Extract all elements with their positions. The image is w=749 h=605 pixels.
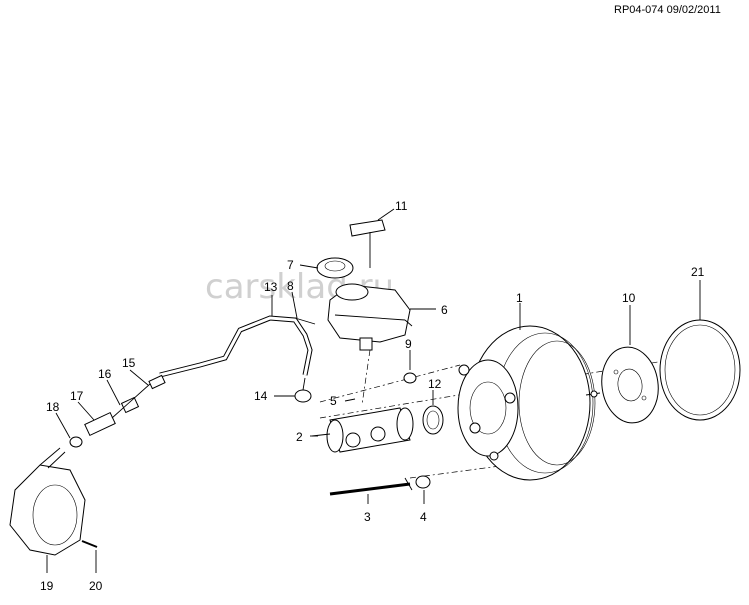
booster-seal-ring	[659, 319, 741, 421]
callout-20: 20	[89, 579, 103, 593]
callout-17: 17	[70, 389, 84, 403]
vacuum-hose	[159, 315, 316, 378]
reservoir-cap	[316, 257, 354, 279]
callout-3: 3	[364, 510, 371, 524]
callout-13: 13	[264, 280, 278, 294]
callout-19: 19	[40, 579, 54, 593]
leader-lines	[46, 208, 701, 573]
callout-18: 18	[46, 400, 60, 414]
callout-labels: 1 2 3 4 5 6 7 8 9 10 11 12 13 14 15 16 1…	[40, 199, 705, 593]
callout-15: 15	[122, 356, 136, 370]
callout-5: 5	[330, 394, 337, 408]
callout-8: 8	[287, 279, 294, 293]
master-cylinder	[311, 407, 414, 453]
callout-6: 6	[441, 303, 448, 317]
washer	[403, 372, 417, 384]
brake-booster	[457, 325, 601, 481]
callout-9: 9	[405, 337, 412, 351]
callout-21: 21	[691, 265, 705, 279]
document-reference: RP04-074 09/02/2011	[614, 4, 721, 16]
callout-2: 2	[296, 430, 303, 444]
hose-fittings	[69, 374, 166, 448]
callout-7: 7	[287, 258, 294, 272]
mounting-bolt	[329, 477, 413, 496]
fluid-level-sensor	[349, 219, 386, 268]
check-valve	[294, 377, 312, 403]
vacuum-pump	[9, 447, 86, 556]
master-cylinder-o-ring	[422, 405, 444, 435]
brake-fluid-reservoir	[327, 283, 413, 351]
nut	[415, 475, 431, 489]
booster-gasket	[601, 346, 659, 424]
callout-1: 1	[516, 291, 523, 305]
callout-4: 4	[420, 510, 427, 524]
callout-11: 11	[395, 199, 408, 213]
callout-14: 14	[254, 389, 268, 403]
pump-bolt	[81, 540, 98, 548]
callout-10: 10	[622, 291, 636, 305]
callout-16: 16	[98, 367, 112, 381]
callout-12: 12	[428, 377, 442, 391]
